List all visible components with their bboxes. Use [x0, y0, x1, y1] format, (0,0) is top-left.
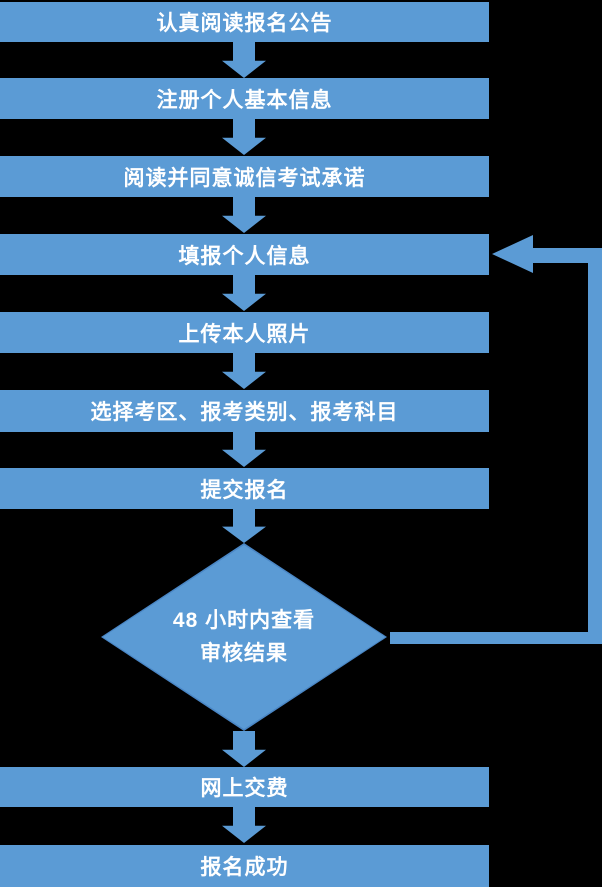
feedback-loop-bottom-segment: [390, 632, 602, 644]
down-arrow-icon: [222, 119, 266, 155]
feedback-loop-vertical-segment: [588, 248, 602, 644]
flow-step-register-basic-info: 注册个人基本信息: [0, 78, 489, 119]
decision-label-line1: 48 小时内查看: [172, 609, 316, 632]
down-arrow-icon: [222, 509, 266, 543]
flow-step-select-area-category-subject: 选择考区、报考类别、报考科目: [0, 390, 489, 432]
flow-step-submit-registration: 提交报名: [0, 468, 489, 509]
down-arrow-icon: [222, 353, 266, 389]
flow-step-agree-integrity-pledge: 阅读并同意诚信考试承诺: [0, 156, 489, 197]
flow-step-upload-photo: 上传本人照片: [0, 312, 489, 353]
flow-step-fill-personal-info: 填报个人信息: [0, 234, 489, 275]
down-arrow-icon: [222, 275, 266, 311]
down-arrow-icon: [222, 731, 266, 767]
feedback-loop-top-segment: [533, 248, 602, 263]
flow-step-read-announcement: 认真阅读报名公告: [0, 2, 489, 42]
flow-step-registration-success: 报名成功: [0, 845, 489, 887]
decision-label: 48 小时内查看 审核结果: [101, 543, 387, 731]
left-arrowhead-icon: [492, 235, 533, 273]
down-arrow-icon: [222, 807, 266, 843]
decision-label-line2: 审核结果: [200, 642, 288, 665]
down-arrow-icon: [222, 197, 266, 233]
down-arrow-icon: [222, 431, 266, 467]
down-arrow-icon: [222, 42, 266, 78]
flow-step-pay-online: 网上交费: [0, 767, 489, 807]
